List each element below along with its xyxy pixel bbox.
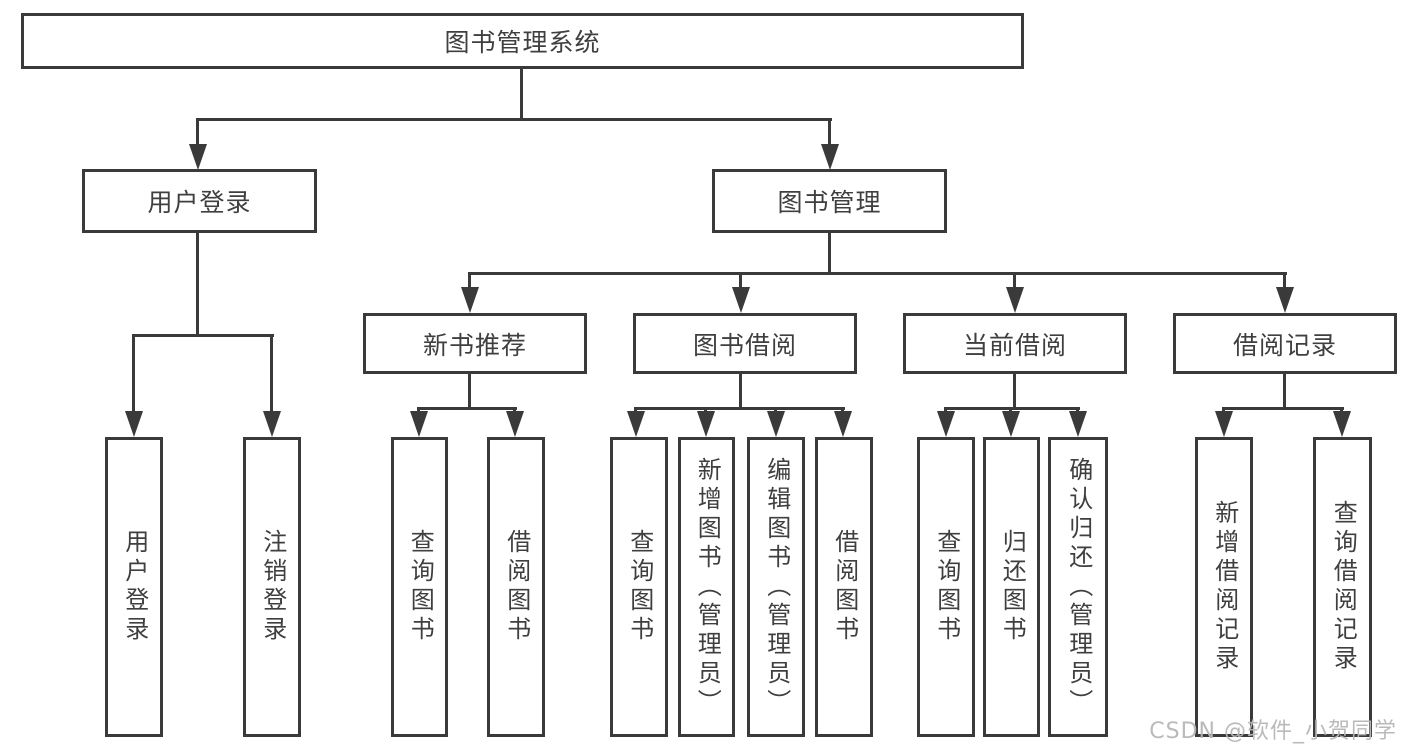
node-book-borrowing-label: 图书借阅 <box>692 330 797 360</box>
leaf-add-book-admin: 新增图书（管理员） <box>678 437 735 737</box>
leaf-user-login-label: 用户登录 <box>120 529 149 645</box>
node-user-login-label: 用户登录 <box>147 188 252 217</box>
connector-line <box>132 334 135 414</box>
connector-arrow-down <box>821 144 839 170</box>
connector-line <box>196 233 199 337</box>
connector-line <box>1013 374 1016 410</box>
connector-arrow-down <box>125 411 143 437</box>
connector-line <box>1013 272 1016 290</box>
connector-line <box>520 67 523 121</box>
connector-line <box>739 272 742 290</box>
csdn-watermark: CSDN @软件_小贺同学 <box>1149 719 1397 744</box>
node-current-borrowing: 当前借阅 <box>903 313 1127 374</box>
connector-arrow-down <box>461 287 479 313</box>
leaf-edit-book-admin-label: 编辑图书（管理员） <box>762 456 791 718</box>
connector-arrow-down <box>697 411 715 437</box>
connector-arrow-down <box>189 144 207 170</box>
connector-line <box>828 233 831 275</box>
connector-line <box>468 272 1287 275</box>
leaf-query-books-current-label: 查询图书 <box>932 529 961 645</box>
leaf-borrow-books-borrowing-label: 借阅图书 <box>830 529 859 645</box>
leaf-confirm-return-admin: 确认归还（管理员） <box>1048 437 1108 737</box>
connector-arrow-down <box>767 411 785 437</box>
leaf-logout-label: 注销登录 <box>258 529 287 645</box>
connector-arrow-down <box>506 411 524 437</box>
leaf-borrow-books-recommend-label: 借阅图书 <box>502 529 531 645</box>
leaf-add-book-admin-label: 新增图书（管理员） <box>693 456 722 718</box>
node-borrowing-records-label: 借阅记录 <box>1232 330 1337 360</box>
node-borrowing-records: 借阅记录 <box>1173 313 1397 374</box>
leaf-query-books-recommend: 查询图书 <box>391 437 448 737</box>
node-book-management-label: 图书管理 <box>777 188 882 217</box>
leaf-query-books-borrowing: 查询图书 <box>610 437 668 737</box>
connector-arrow-down <box>1006 287 1024 313</box>
node-user-login: 用户登录 <box>82 169 317 233</box>
leaf-query-books-recommend-label: 查询图书 <box>406 529 435 645</box>
connector-arrow-down <box>1276 287 1294 313</box>
connector-line <box>739 374 742 410</box>
leaf-query-borrow-record: 查询借阅记录 <box>1313 437 1372 737</box>
connector-line <box>1222 407 1344 410</box>
leaf-return-books-label: 归还图书 <box>998 529 1027 645</box>
connector-line <box>828 118 831 147</box>
connector-arrow-down <box>1069 411 1087 437</box>
root-node-label: 图书管理系统 <box>444 28 601 57</box>
leaf-query-books-current: 查询图书 <box>917 437 975 737</box>
leaf-borrow-books-recommend: 借阅图书 <box>487 437 545 737</box>
leaf-borrow-books-borrowing: 借阅图书 <box>815 437 873 737</box>
leaf-query-books-borrowing-label: 查询图书 <box>625 529 654 645</box>
connector-arrow-down <box>834 411 852 437</box>
leaf-return-books: 归还图书 <box>983 437 1040 737</box>
leaf-add-borrow-record-label: 新增借阅记录 <box>1210 500 1239 674</box>
connector-line <box>468 272 471 290</box>
connector-arrow-down <box>410 411 428 437</box>
connector-line <box>270 334 273 414</box>
node-book-management: 图书管理 <box>712 169 947 233</box>
leaf-user-login: 用户登录 <box>105 437 163 737</box>
connector-line <box>196 118 832 121</box>
connector-line <box>1283 272 1286 290</box>
leaf-logout: 注销登录 <box>243 437 301 737</box>
leaf-query-borrow-record-label: 查询借阅记录 <box>1329 500 1358 674</box>
connector-arrow-down <box>1002 411 1020 437</box>
node-new-book-recommendation-label: 新书推荐 <box>422 330 527 360</box>
connector-line <box>417 407 517 410</box>
connector-line <box>1283 374 1286 410</box>
connector-line <box>132 334 274 337</box>
connector-arrow-down <box>732 287 750 313</box>
connector-arrow-down <box>627 411 645 437</box>
leaf-confirm-return-admin-label: 确认归还（管理员） <box>1064 456 1093 718</box>
node-new-book-recommendation: 新书推荐 <box>363 313 587 374</box>
connector-line <box>944 407 1080 410</box>
connector-line <box>634 407 845 410</box>
leaf-add-borrow-record: 新增借阅记录 <box>1195 437 1253 737</box>
node-current-borrowing-label: 当前借阅 <box>962 330 1067 360</box>
connector-arrow-down <box>1215 411 1233 437</box>
leaf-edit-book-admin: 编辑图书（管理员） <box>747 437 805 737</box>
node-book-borrowing: 图书借阅 <box>633 313 857 374</box>
root-node: 图书管理系统 <box>21 13 1024 69</box>
connector-line <box>468 374 471 410</box>
connector-arrow-down <box>937 411 955 437</box>
connector-arrow-down <box>1333 411 1351 437</box>
connector-line <box>196 118 199 147</box>
connector-arrow-down <box>263 411 281 437</box>
